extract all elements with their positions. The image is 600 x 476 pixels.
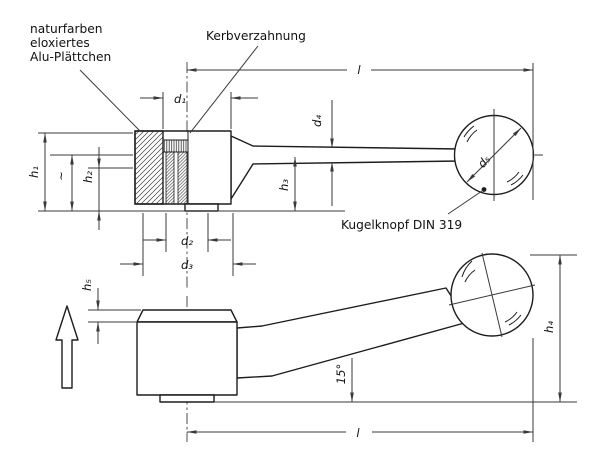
dim-label-d2: d₂	[181, 234, 193, 248]
labels: naturfarben eloxiertes Alu-Plättchen Ker…	[27, 22, 556, 440]
serration-note: Kerbverzahnung	[206, 29, 306, 43]
dim-label-h4: h₄	[542, 321, 556, 333]
hub-body-lower	[136, 321, 238, 396]
ball-highlight-arcs-nw	[461, 260, 476, 283]
plate-note-line-3: Alu-Plättchen	[30, 50, 111, 64]
lower-view	[55, 252, 536, 442]
leader-lines	[79, 45, 487, 215]
dim-label-h3: h₃	[277, 179, 291, 191]
serration-section-right	[177, 151, 188, 205]
lever-handle-upper	[230, 135, 460, 200]
ball-knob-note: Kugelknopf DIN 319	[341, 218, 462, 232]
dim-label-l-upper: l	[357, 63, 361, 77]
up-direction-arrow	[55, 305, 79, 389]
dim-label-h2: h₂	[81, 171, 95, 183]
dim-label-approx: ~	[54, 171, 68, 181]
ball-knob-note-leader	[447, 190, 483, 215]
alu-plate-cap	[134, 130, 164, 205]
serration-note-leader	[189, 45, 259, 134]
hub-collar-lower	[136, 309, 238, 323]
dim-label-angle: 15°	[334, 364, 348, 385]
hub-foot-lower	[159, 394, 215, 403]
ball-highlight-arcs-se	[504, 311, 522, 326]
leader-dot	[481, 187, 487, 192]
dim-label-d4: d₄	[310, 115, 324, 127]
upper-view	[134, 62, 543, 288]
dim-label-d3: d₃	[181, 258, 193, 272]
serration-knurl-band	[162, 139, 189, 153]
ball-cross-lines-lower	[448, 252, 536, 338]
h5-extension-lines	[88, 309, 141, 323]
d2-extension-lines	[165, 213, 209, 252]
upper-dimensions	[38, 63, 534, 276]
plate-note-line-2: eloxiertes	[30, 36, 90, 50]
hub-foot-upper	[184, 203, 219, 212]
dim-label-l-lower: l	[356, 426, 360, 440]
plate-note-leader	[79, 69, 141, 132]
d5-dimension-line	[466, 127, 522, 183]
dim-label-h1: h₁	[27, 166, 41, 178]
serration-section-left	[165, 151, 175, 205]
dim-label-d1: d₁	[174, 92, 186, 106]
dim-label-h5: h₅	[80, 279, 94, 291]
lower-dimensions	[88, 254, 577, 442]
plate-note-line-1: naturfarben	[30, 22, 102, 36]
